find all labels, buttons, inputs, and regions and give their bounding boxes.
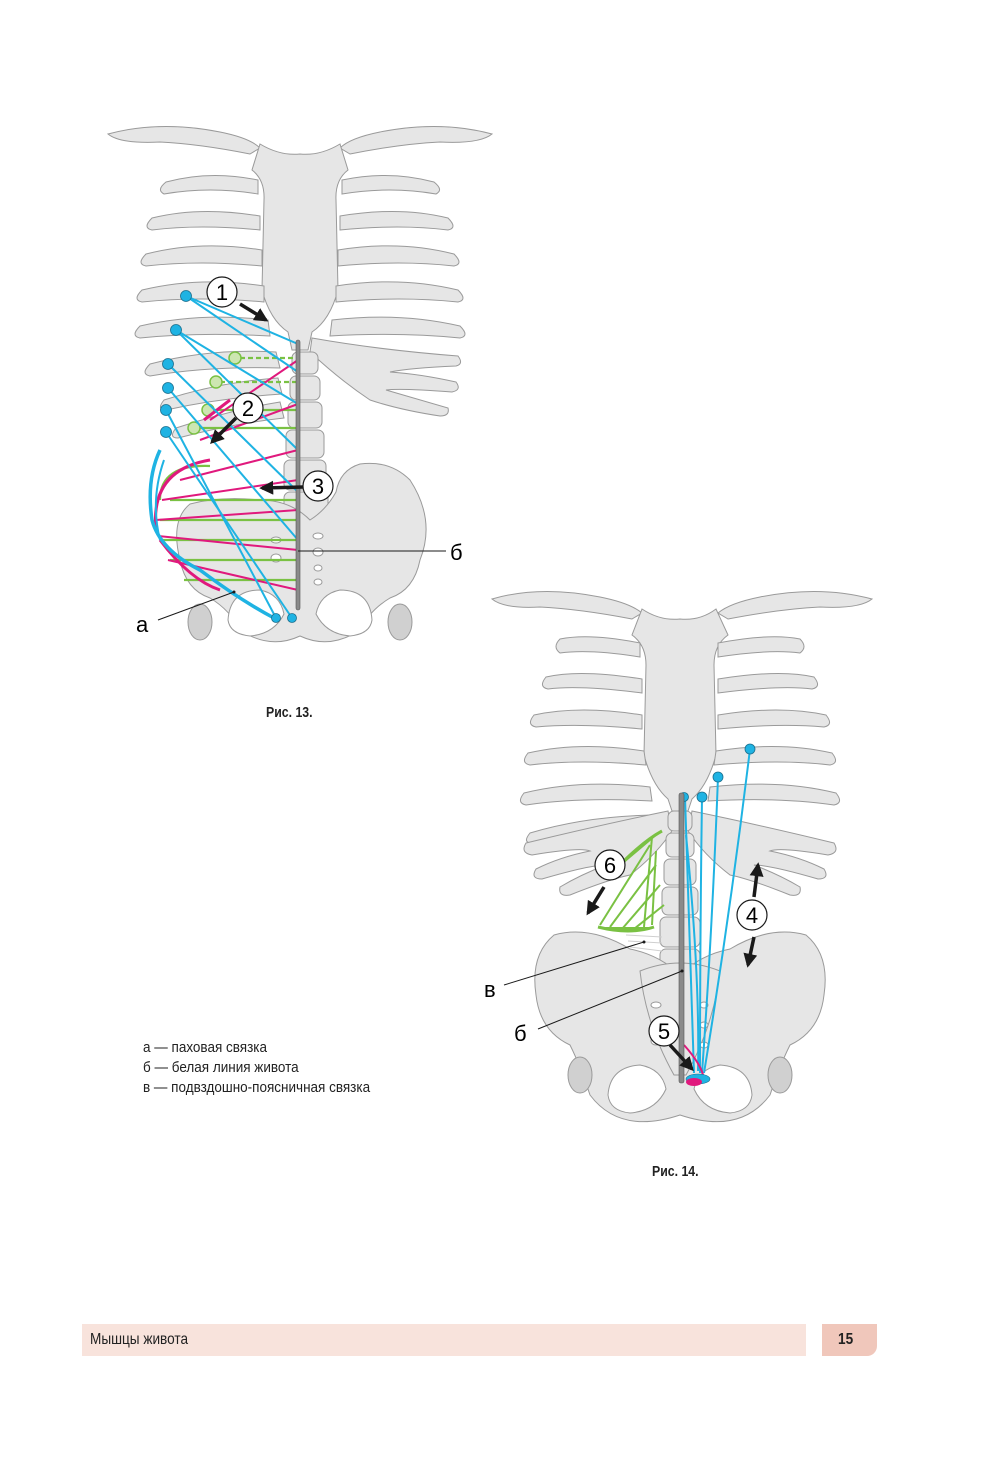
clavicle-right [339, 125, 494, 155]
figure-13-caption: Рис. 13. [266, 704, 313, 721]
rib [555, 636, 641, 658]
rectus-origins [679, 743, 756, 803]
svg-text:4: 4 [746, 903, 758, 928]
costal-arch-right [309, 337, 462, 417]
rib [717, 709, 830, 730]
rib [337, 245, 460, 267]
rib [707, 783, 840, 806]
rib [144, 350, 281, 377]
figure-14-illustration: 6 4 5 в б [484, 590, 874, 1123]
svg-text:а: а [136, 612, 149, 637]
marker-5: 5 [648, 1015, 694, 1072]
linea-alba [678, 792, 685, 1084]
linea-alba [295, 339, 301, 611]
rib [339, 210, 454, 231]
marker-6: 6 [586, 849, 626, 916]
label-a-callout: а [136, 590, 236, 637]
rib [140, 245, 263, 267]
footer-section-bar [82, 1324, 806, 1356]
costal-arch-right [687, 810, 837, 896]
acetabulum-left [187, 603, 213, 641]
rib [160, 175, 259, 195]
marker-2: 2 [210, 392, 264, 444]
svg-text:1: 1 [216, 280, 228, 305]
costal-arch-left [523, 810, 673, 896]
rib [134, 316, 271, 339]
obturator-right [315, 589, 373, 637]
external-oblique-fibers [148, 295, 299, 620]
acetabulum-right [767, 1056, 793, 1094]
rib [713, 745, 836, 766]
svg-text:5: 5 [658, 1019, 670, 1044]
legend-item-v: в — подвздошно-поясничная связка [143, 1079, 371, 1096]
marker-3: 3 [259, 470, 334, 502]
legend-item-b: б — белая линия живота [143, 1059, 299, 1076]
obturator-left [607, 1064, 667, 1114]
rib [520, 783, 653, 806]
clavicle-right [717, 590, 874, 620]
rib [542, 672, 643, 694]
figure-legend: а — паховая связка б — белая линия живот… [143, 1038, 370, 1098]
rib [530, 709, 643, 730]
svg-text:б: б [514, 1021, 527, 1046]
footer-section-title: Мышцы живота [90, 1331, 189, 1348]
svg-text:6: 6 [604, 853, 616, 878]
rib [335, 281, 464, 303]
svg-text:3: 3 [312, 474, 324, 499]
svg-text:б: б [450, 540, 463, 565]
sternum [631, 608, 729, 812]
clavicle-left [106, 125, 261, 155]
acetabulum-left [567, 1056, 593, 1094]
rib [136, 281, 265, 303]
svg-text:в: в [484, 977, 496, 1002]
rib [329, 316, 466, 339]
label-b-callout: б [298, 540, 463, 565]
rib [717, 636, 805, 658]
external-oblique-origins [160, 290, 297, 623]
svg-text:2: 2 [242, 396, 254, 421]
transversus-abdominis-fibers [158, 356, 298, 582]
rib [146, 210, 261, 231]
label-b-callout: б [514, 969, 684, 1046]
obturator-left [227, 589, 285, 637]
page-number: 15 [838, 1331, 854, 1348]
rib [717, 672, 818, 694]
marker-4: 4 [736, 862, 768, 968]
label-v-callout: в [484, 940, 646, 1002]
rib [524, 745, 647, 766]
acetabulum-right [387, 603, 413, 641]
rib [341, 175, 440, 195]
figure-13-illustration: 1 2 3 б а [106, 125, 494, 643]
legend-item-a: а — паховая связка [143, 1039, 268, 1056]
figure-14-caption: Рис. 14. [652, 1163, 699, 1180]
rectus-abdominis-fibers [684, 748, 751, 1074]
marker-1: 1 [206, 276, 269, 322]
page-number-box [822, 1324, 877, 1356]
clavicle-left [490, 590, 643, 620]
pyramidalis [683, 1044, 711, 1086]
